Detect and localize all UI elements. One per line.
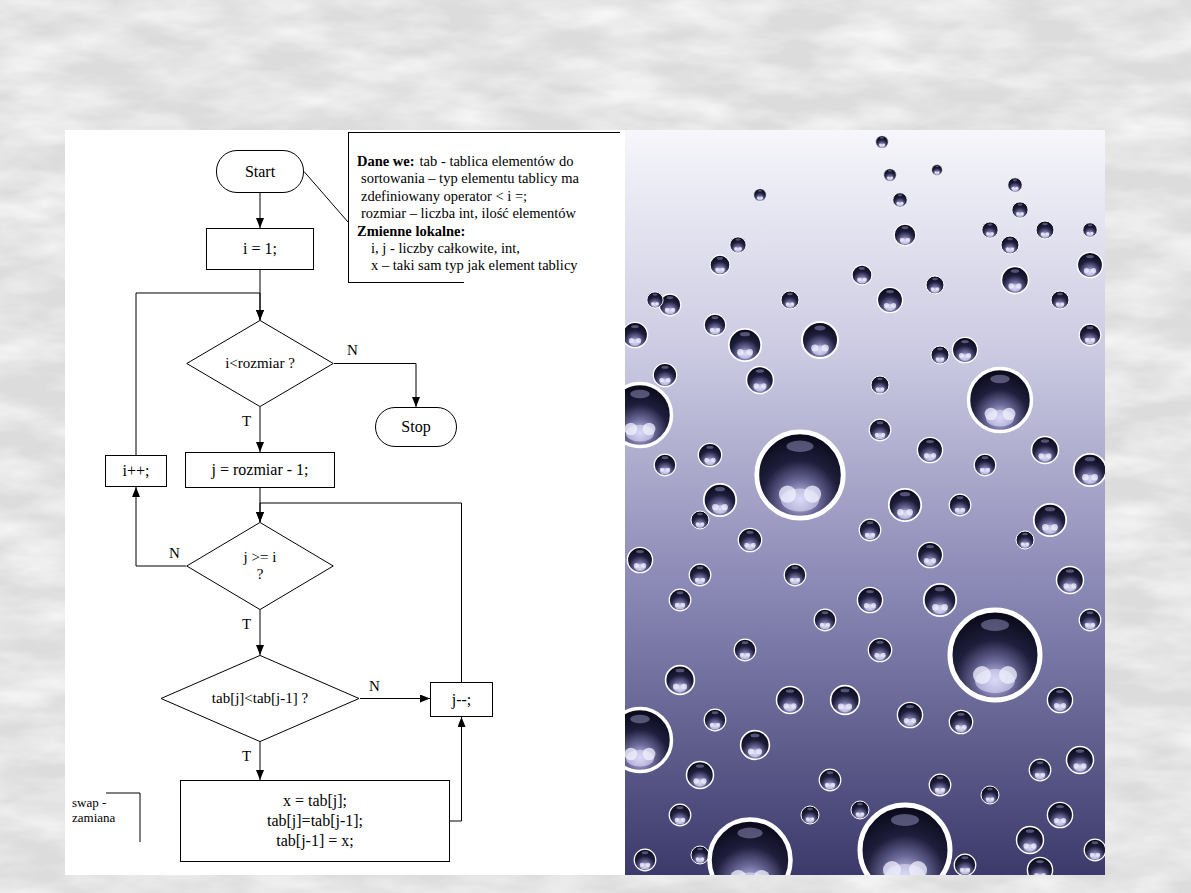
note-text: i, j - liczby całkowite, int, — [361, 240, 616, 257]
flow-connector — [260, 503, 462, 682]
process-box: i = 1; — [206, 228, 314, 270]
note-text: rozmiar – liczba int, ilość elementów — [361, 205, 616, 222]
note-text: x – taki sam typ jak element tablicy — [361, 257, 616, 274]
node-text: i<rozmiar ? — [225, 355, 295, 372]
flow-connector — [360, 698, 430, 699]
swap-box: x = tab[j];tab[j]=tab[j-1];tab[j-1] = x; — [180, 780, 450, 862]
process-box: j--; — [430, 682, 493, 717]
flow-connector — [260, 742, 261, 780]
flow-connector — [334, 364, 416, 408]
node-text: x = tab[j]; — [283, 791, 347, 811]
branch-label: N — [346, 342, 359, 359]
node-text: i++; — [123, 461, 150, 481]
diamond-outline-path — [187, 320, 334, 406]
bubbles-illustration — [625, 130, 1105, 875]
flowchart-panel — [65, 130, 625, 875]
branch-label: T — [241, 413, 252, 430]
process-box: j = rozmiar - 1; — [185, 452, 335, 488]
note-text: Dane we: — [357, 153, 415, 169]
diamond-outline-path — [161, 655, 359, 741]
branch-label: T — [241, 748, 252, 765]
node-text: i = 1; — [243, 239, 277, 259]
note-box: Dane we:tab - tablica elementów do sorto… — [348, 132, 620, 283]
note-bracket-line — [348, 282, 464, 283]
bubbles-ground — [625, 130, 1105, 875]
node-text: j--; — [452, 690, 472, 710]
flow-connector — [304, 172, 348, 223]
terminator-stop: Stop — [375, 407, 457, 447]
process-box: i++; — [105, 455, 167, 487]
note-text: Zmienne lokalne: — [357, 223, 616, 240]
flow-connector — [260, 193, 261, 228]
branch-label: T — [241, 616, 252, 633]
flow-connector — [450, 717, 462, 821]
branch-label: N — [168, 545, 181, 562]
node-text: j = rozmiar - 1; — [212, 460, 309, 480]
flow-connector — [136, 487, 186, 566]
node-text: tab[j-1] = x; — [276, 831, 353, 851]
decision-diamond: tab[j]<tab[j-1] ? — [160, 655, 360, 742]
flow-connector — [260, 610, 261, 655]
node-text: j >= i ? — [239, 549, 281, 584]
node-text: Stop — [401, 417, 430, 437]
node-text: tab[j]=tab[j-1]; — [267, 811, 363, 831]
terminator-start: Start — [216, 150, 304, 193]
node-text: tab[j]<tab[j-1] ? — [210, 690, 310, 707]
decision-diamond: j >= i ? — [186, 522, 334, 610]
decision-diamond: i<rozmiar ? — [186, 320, 334, 407]
flow-connector — [260, 407, 261, 452]
branch-label: N — [368, 678, 381, 695]
diamond-outline-path — [187, 522, 334, 609]
node-text: Start — [245, 162, 275, 182]
annotation-label: swap - zamiana — [72, 795, 138, 825]
